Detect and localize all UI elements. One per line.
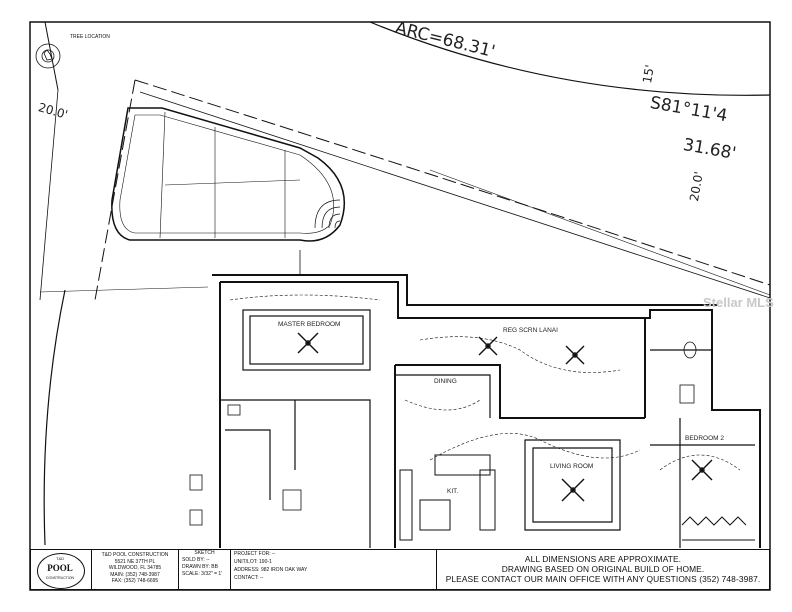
logo-text: POOL xyxy=(47,563,73,573)
property-line-left2 xyxy=(39,89,59,301)
general-notes: ALL DIMENSIONS ARE APPROXIMATE. DRAWING … xyxy=(437,550,769,589)
pool-outline xyxy=(111,107,346,242)
wiring-paths xyxy=(229,294,741,471)
setback-line xyxy=(134,79,771,286)
setback-line-2 xyxy=(139,91,771,299)
dim-tick xyxy=(39,286,209,293)
property-line-left xyxy=(44,21,59,91)
room-label-dining: DINING xyxy=(434,378,457,385)
company-logo: T&D POOL CONSTRUCTION xyxy=(31,550,92,589)
drawing-border xyxy=(29,21,771,591)
property-arc xyxy=(369,21,771,96)
front-curve xyxy=(43,289,66,546)
unit-lot: UNIT/LOT: 190-1 xyxy=(234,559,272,565)
company-address-2: WILDWOOD, FL 34785 xyxy=(108,565,162,571)
pool-steps xyxy=(314,199,341,229)
closet-doors xyxy=(681,516,747,526)
company-address-1: 5521 NE 37TH PL xyxy=(114,558,156,565)
company-info: T&D POOL CONSTRUCTION 5521 NE 37TH PL WI… xyxy=(92,550,179,589)
company-fax: FAX: (352) 748-6695 xyxy=(111,578,159,584)
kitchen-counters xyxy=(399,454,496,541)
logo-top-text: T&D xyxy=(56,556,64,561)
logo-bottom-text: CONSTRUCTION xyxy=(45,576,75,580)
sketch-header: SKETCH xyxy=(194,550,215,556)
dim-line-bearing xyxy=(429,169,771,296)
sketch-info: SKETCH SOLD BY: -- DRAWN BY: BB SCALE: 3… xyxy=(179,550,231,589)
project-for: PROJECT FOR: -- xyxy=(234,551,276,557)
side-file-path xyxy=(3,400,11,580)
note-dimensions: ALL DIMENSIONS ARE APPROXIMATE. xyxy=(524,554,682,564)
company-name: T&D POOL CONSTRUCTION xyxy=(101,552,169,558)
room-label-lanai: REG SCRN LANAI xyxy=(503,327,558,334)
logo-circle xyxy=(37,553,85,589)
tree-symbol xyxy=(35,43,61,69)
note-drawing-basis: DRAWING BASED ON ORIGINAL BUILD OF HOME. xyxy=(501,564,705,574)
note-contact: PLEASE CONTACT OUR MAIN OFFICE WITH ANY … xyxy=(445,574,761,584)
title-block: T&D POOL CONSTRUCTION T&D POOL CONSTRUCT… xyxy=(30,549,770,590)
pool-divider-3 xyxy=(159,111,166,239)
interior-walls xyxy=(220,309,755,548)
sold-by: SOLD BY: -- xyxy=(182,557,210,563)
setback-left-dash xyxy=(94,79,136,301)
ceiling-fan-icons xyxy=(297,332,713,502)
watermark: Stellar MLS xyxy=(703,295,774,310)
scale: SCALE: 3/32" = 1' xyxy=(182,571,223,577)
project-info: PROJECT FOR: -- UNIT/LOT: 190-1 ADDRESS:… xyxy=(231,550,437,589)
bathroom-fixtures xyxy=(189,341,697,526)
room-label-master-bedroom: MASTER BEDROOM xyxy=(278,321,341,328)
drawn-by: DRAWN BY: BB xyxy=(182,564,218,570)
room-label-bedroom-2: BEDROOM 2 xyxy=(685,435,725,442)
tree-location-label: TREE LOCATION xyxy=(70,34,110,40)
room-label-kitchen: KIT. xyxy=(447,488,459,495)
company-main-phone: MAIN: (352) 748-3987 xyxy=(110,571,160,578)
pool-inner xyxy=(119,114,334,234)
project-address: ADDRESS: 982 IRON OAK WAY xyxy=(234,567,308,573)
pool-dim-line xyxy=(164,179,301,186)
house-walls xyxy=(212,274,761,548)
contact: CONTACT: -- xyxy=(234,575,264,581)
room-label-living-room: LIVING ROOM xyxy=(550,463,594,470)
